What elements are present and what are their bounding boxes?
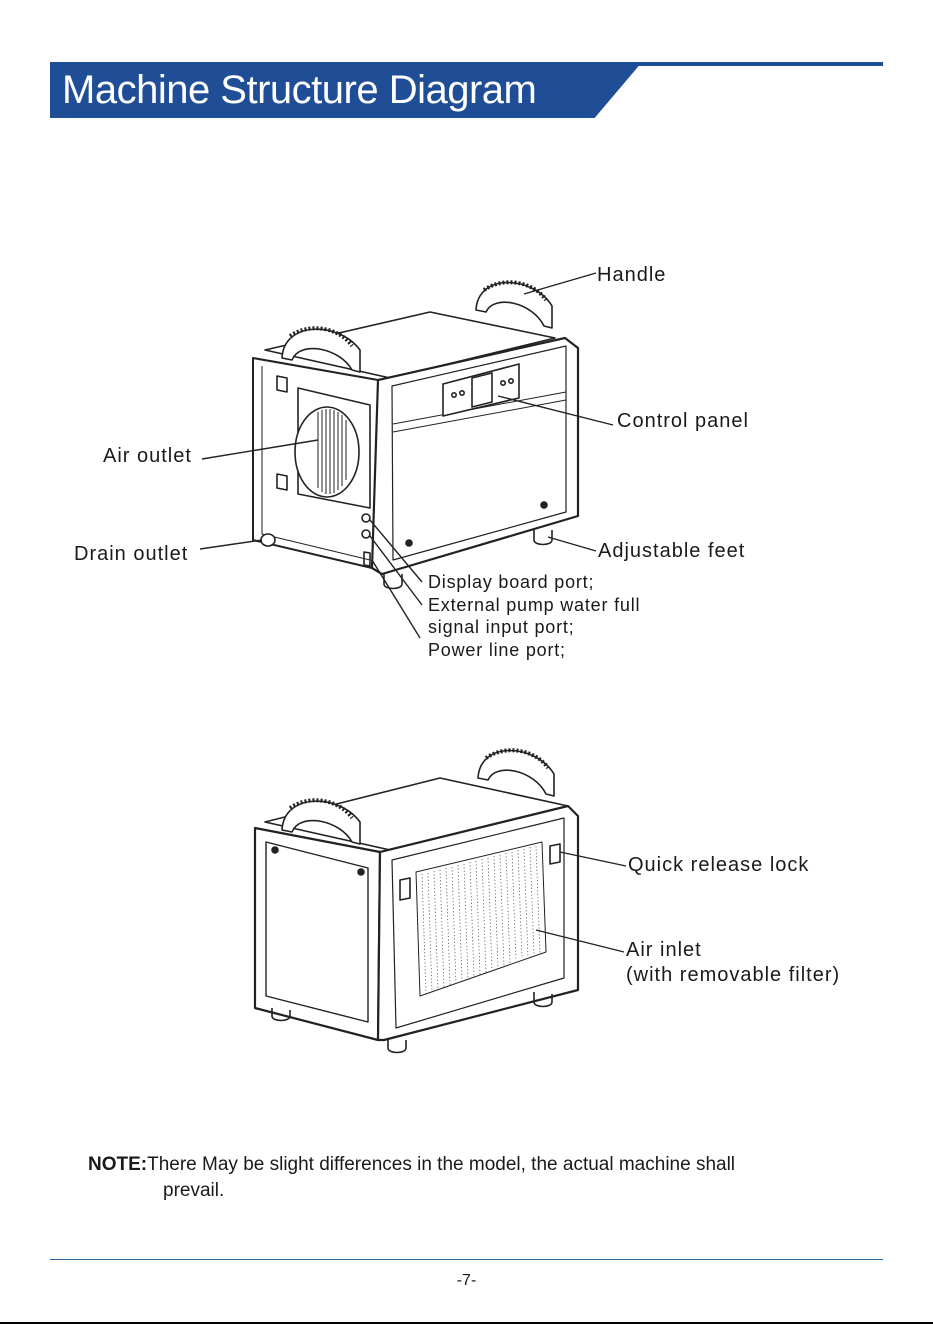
note-prefix: NOTE:	[88, 1154, 148, 1175]
label-drain-outlet: Drain outlet	[74, 543, 189, 565]
label-quick-release-lock: Quick release lock	[628, 854, 810, 876]
label-port-line: External pump water full	[428, 594, 641, 615]
footer-rule	[50, 1259, 883, 1260]
label-port-line: Power line port;	[428, 639, 566, 660]
machine-rear-illustration	[253, 748, 627, 1054]
label-control-panel: Control panel	[617, 410, 749, 432]
label-port-line: Display board port;	[428, 572, 595, 592]
label-air-inlet-note: (with removable filter)	[626, 964, 841, 986]
label-handle: Handle	[597, 264, 667, 286]
page-title: Machine Structure Diagram	[62, 68, 537, 112]
label-port-line: signal input port;	[428, 617, 575, 637]
label-air-inlet: Air inlet	[626, 939, 702, 961]
section-header: Machine Structure Diagram	[50, 62, 883, 118]
page-number: -7-	[456, 1272, 477, 1289]
label-adjustable-feet: Adjustable feet	[598, 540, 746, 562]
label-air-outlet: Air outlet	[103, 445, 192, 467]
header-tab: Machine Structure Diagram	[50, 62, 642, 118]
page-bottom-edge	[0, 1322, 933, 1324]
note-text-continued: prevail.	[163, 1180, 225, 1201]
machine-front-illustration	[199, 272, 614, 639]
note-text: There May be slight differences in the m…	[147, 1154, 736, 1175]
note-block: NOTE:There May be slight differences in …	[88, 1152, 878, 1204]
label-ports: Display board port; External pump water …	[428, 571, 640, 661]
